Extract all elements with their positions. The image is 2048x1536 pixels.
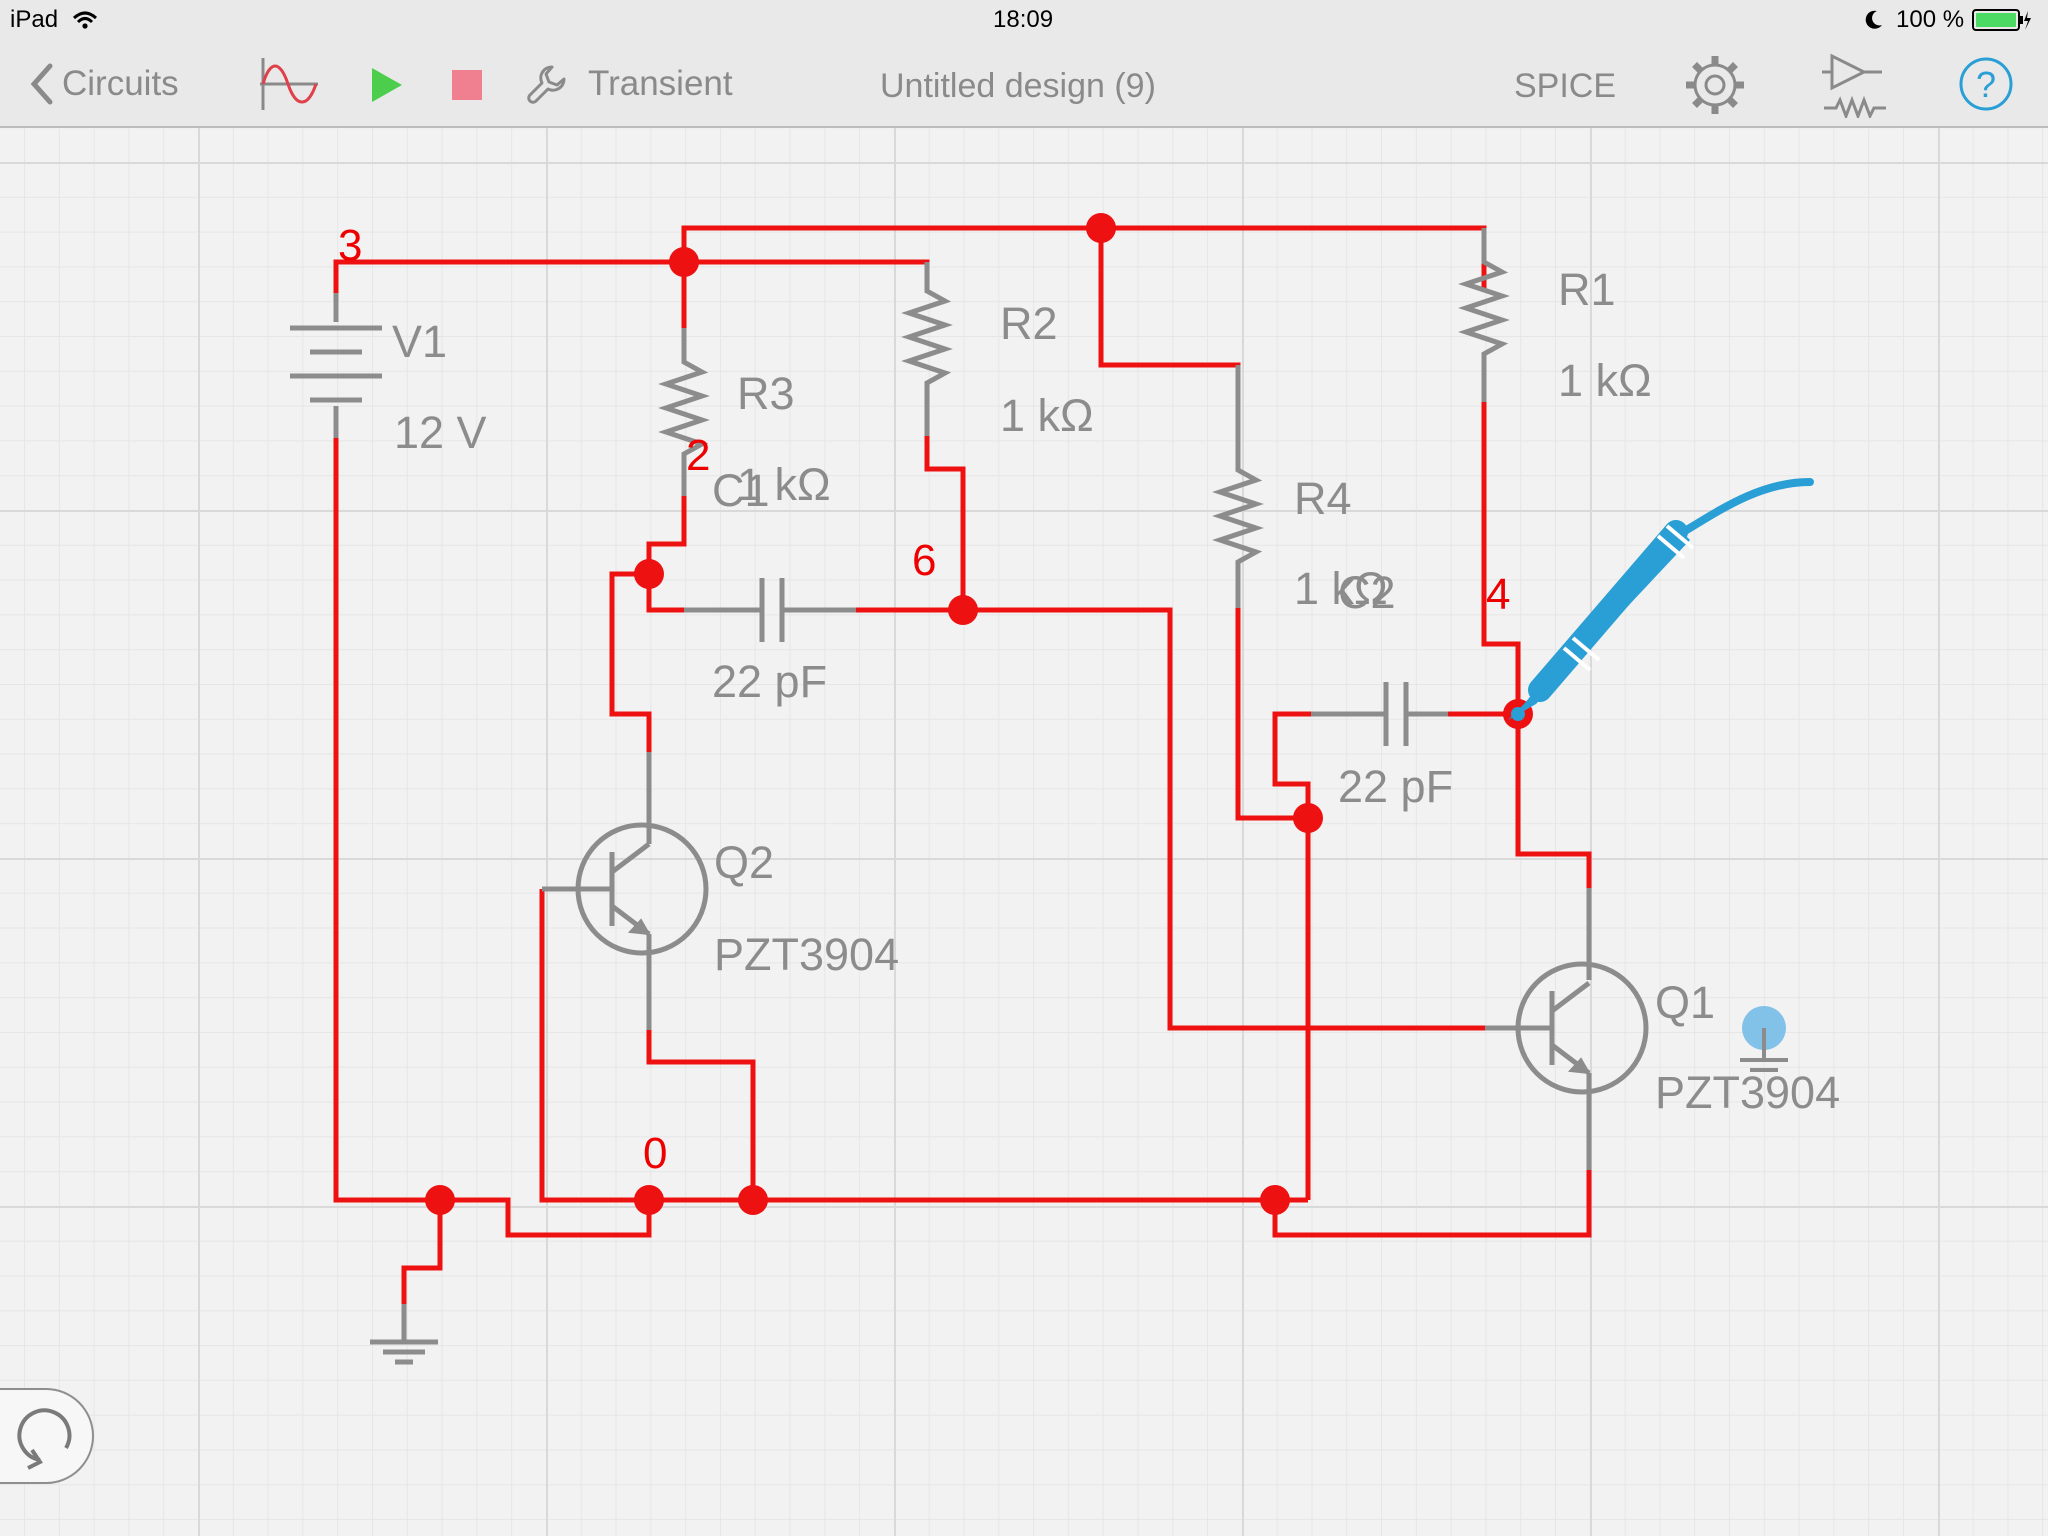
battery-icon [1972, 9, 2031, 31]
schematic-drawing: 3 2 6 4 0 V1 12 V R1 1 kΩ R2 1 kΩ R3 1 k… [290, 213, 1840, 1365]
back-button[interactable]: Circuits [28, 58, 179, 110]
C1-name: C1 [712, 465, 770, 516]
battery-V1[interactable] [290, 293, 382, 438]
waveform-icon[interactable] [256, 54, 320, 114]
wifi-icon [72, 11, 98, 29]
spice-button[interactable]: SPICE [1514, 66, 1617, 105]
resistor-R1[interactable] [1458, 228, 1510, 402]
rotate-button[interactable] [0, 1388, 94, 1484]
back-label: Circuits [62, 64, 179, 103]
node-label-0: 0 [643, 1129, 667, 1178]
Q1-model: PZT3904 [1655, 1067, 1840, 1118]
toolbar: Circuits Transient Untitled design (9) S… [0, 40, 2048, 128]
voltage-probe[interactable] [1508, 478, 1814, 721]
capacitor-C1[interactable] [684, 578, 856, 642]
R1-name: R1 [1558, 264, 1616, 315]
Q1-name: Q1 [1655, 977, 1715, 1028]
Q2-name: Q2 [714, 837, 774, 888]
emitter-arrow-Q2 [627, 918, 651, 936]
resistor-R4[interactable] [1212, 365, 1264, 608]
svg-text:?: ? [1976, 64, 1996, 105]
play-icon[interactable] [370, 66, 404, 104]
design-title[interactable]: Untitled design (9) [880, 66, 1156, 105]
clock: 18:09 [993, 6, 1054, 33]
status-bar: iPad 18:09 100 % [0, 0, 2048, 40]
R1-value: 1 kΩ [1558, 355, 1652, 406]
analysis-button[interactable]: Transient [526, 58, 733, 110]
battery-label: 100 % [1896, 6, 1965, 33]
Q2-model: PZT3904 [714, 929, 899, 980]
stop-icon[interactable] [452, 70, 482, 100]
gear-icon[interactable] [1682, 52, 1748, 118]
schematic-canvas[interactable]: 3 2 6 4 0 V1 12 V R1 1 kΩ R2 1 kΩ R3 1 k… [0, 128, 2048, 1536]
R3-name: R3 [737, 368, 795, 419]
moon-icon [1865, 10, 1882, 29]
device-label: iPad [10, 6, 59, 33]
chevron-left-icon [30, 63, 53, 105]
resistor-R2[interactable] [901, 262, 953, 436]
node-label-2: 2 [686, 431, 710, 480]
transistor-Q2[interactable] [542, 752, 709, 1030]
wrench-icon [527, 65, 566, 104]
R2-name: R2 [1000, 298, 1058, 349]
node-label-4: 4 [1486, 570, 1510, 619]
component-library-icon[interactable] [1820, 52, 1890, 118]
R2-value: 1 kΩ [1000, 390, 1094, 441]
V1-name: V1 [392, 316, 447, 367]
emitter-arrow-Q1 [1567, 1057, 1591, 1075]
ground-drop-handle[interactable] [1740, 1006, 1788, 1072]
resistor-R3[interactable] [658, 328, 710, 496]
analysis-label: Transient [588, 64, 733, 103]
C2-value: 22 pF [1338, 761, 1453, 812]
capacitor-C2[interactable] [1311, 682, 1448, 746]
rotate-icon [17, 1408, 72, 1470]
C2-name: C2 [1338, 567, 1396, 618]
node-label-6: 6 [912, 536, 936, 585]
C1-value: 22 pF [712, 656, 827, 707]
node-label-3: 3 [338, 221, 362, 270]
R4-name: R4 [1294, 473, 1352, 524]
R4-value: 1 kΩ [1294, 563, 1388, 614]
help-icon[interactable]: ? [1958, 56, 2014, 112]
V1-value: 12 V [394, 407, 487, 458]
ground-symbol[interactable] [370, 1304, 438, 1365]
transistor-Q1[interactable] [1485, 888, 1649, 1170]
R3-value: 1 kΩ [737, 459, 831, 510]
